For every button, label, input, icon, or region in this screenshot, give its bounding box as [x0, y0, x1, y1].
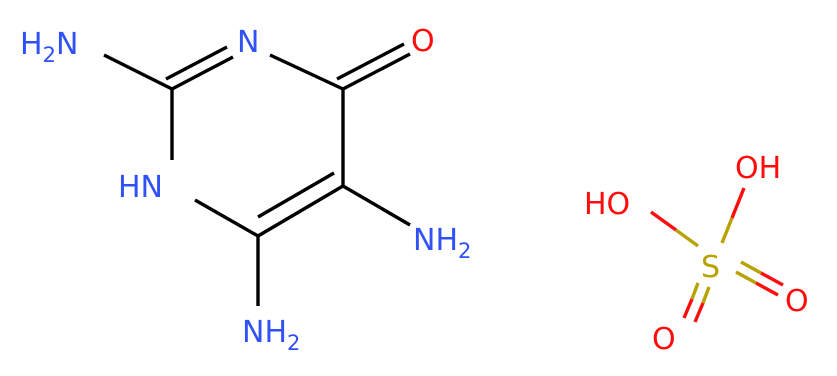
bond-c2-n3-b [165, 45, 228, 81]
bond-s-o-right-a-yellow [735, 270, 757, 285]
hydroxyl-top-label: OH [735, 151, 781, 186]
bond-amino2-c2 [103, 53, 173, 91]
oxo-right-label: O [785, 284, 809, 319]
bond-s-o-right-b-yellow [740, 260, 762, 275]
amino-5-label: NH2 [413, 223, 471, 263]
bond-ho-s-red [650, 210, 677, 232]
bond-c5-amino5 [342, 184, 411, 227]
sulfuric-acid-bonds [650, 187, 784, 323]
oxo-bottom-label: O [652, 322, 676, 357]
amino-6-label: NH2 [242, 315, 300, 355]
bond-s-oh-red [730, 187, 746, 219]
bond-c5-c6-a [257, 184, 344, 238]
bond-s-o-bottom-a-red [682, 298, 694, 319]
bond-c6-n1 [194, 198, 259, 238]
bond-c4-o-a [342, 52, 411, 91]
bond-c2-n3-a [171, 55, 234, 91]
bond-s-o-bottom-b-red [693, 302, 705, 323]
bond-s-o-bottom-b-yellow [701, 286, 711, 304]
hydroxyl-left-label: HO [584, 187, 630, 222]
bond-s-o-bottom-a-yellow [690, 282, 700, 300]
ring-nh-label: HN [118, 170, 163, 205]
carbonyl-o-label: O [411, 24, 435, 59]
bond-s-o-right-a-red [755, 281, 779, 297]
amino-2-label: H2N [20, 27, 78, 67]
bond-s-o-right-b-red [760, 271, 784, 287]
sulfur-label: S [701, 250, 720, 285]
ring-n3-label: N [237, 25, 259, 60]
bond-s-oh-yellow [720, 217, 734, 244]
bond-n3-c4 [269, 53, 344, 91]
bond-c4-o-b [336, 42, 405, 81]
bond-ho-s-yellow [675, 228, 699, 248]
pyrimidinone-bonds [103, 42, 411, 306]
bond-c5-c6-b [257, 171, 335, 219]
